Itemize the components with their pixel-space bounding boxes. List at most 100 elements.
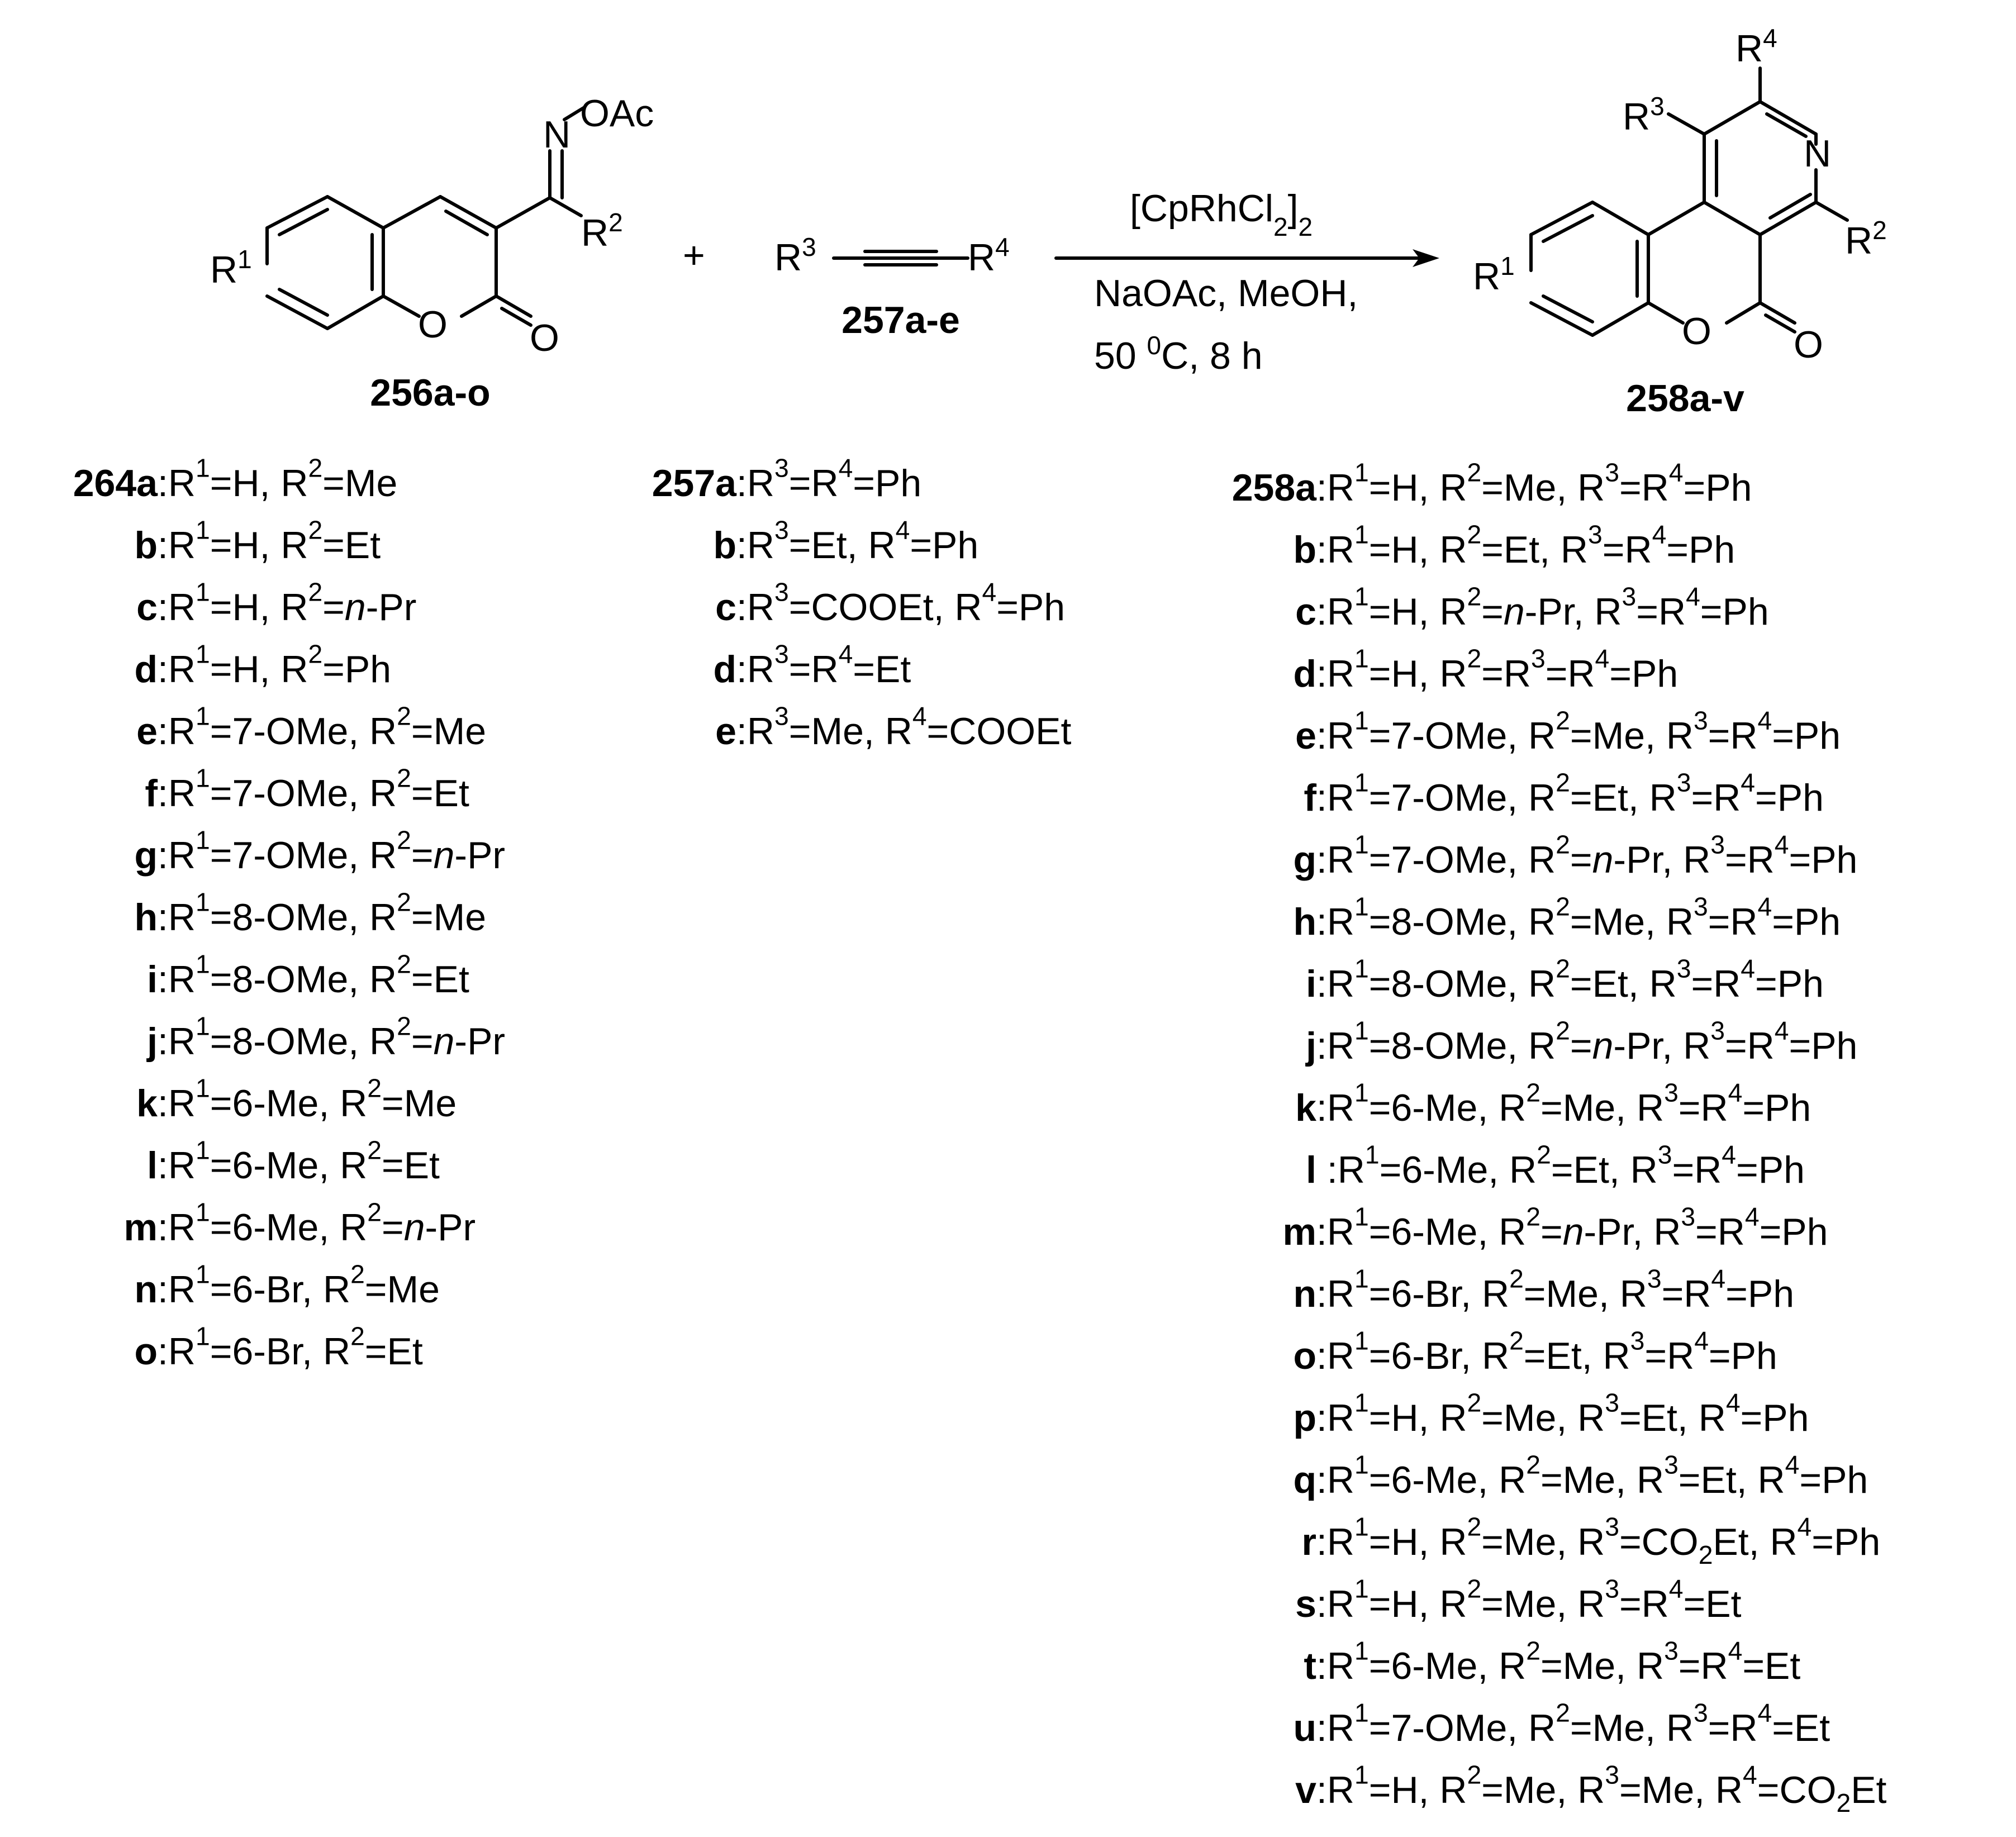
substituent-description: R3=R4=Ph xyxy=(747,453,922,505)
reaction-scheme: R1 R2 O O N OAc + R3 R4 [CpRhCl2]2 NaOAc… xyxy=(210,23,1887,420)
list-item: p: R1=H, R2=Me, R3=Et, R4=Ph xyxy=(0,1387,1886,1449)
compound-code: e xyxy=(715,710,736,753)
compound-code: i xyxy=(1306,963,1316,1005)
list-item: b: R1=H, R2=Et, R3=R4=Ph xyxy=(0,519,1886,581)
code-separator: : xyxy=(736,710,747,753)
code-separator: : xyxy=(158,710,168,753)
code-separator: : xyxy=(1316,1769,1327,1811)
product-r1-label: R1 xyxy=(1473,251,1515,298)
list-item: d: R1=H, R2=Ph xyxy=(0,639,505,701)
substituent-description: R1=6-Me, R2=n-Pr, R3=R4=Ph xyxy=(1326,1202,1828,1253)
substituent-description: R1=H, R2=Me xyxy=(168,453,398,505)
compound-code: v xyxy=(1295,1769,1316,1811)
compound-code: c xyxy=(1295,591,1316,633)
list-item: b: R3=Et, R4=Ph xyxy=(0,515,1071,577)
plus-sign: + xyxy=(683,234,705,277)
code-separator: : xyxy=(1316,1335,1327,1377)
code-separator: : xyxy=(1316,1707,1327,1749)
substituent-description: R1=H, R2=Et xyxy=(168,515,381,567)
list-item: r: R1=H, R2=Me, R3=CO2Et, R4=Ph xyxy=(0,1511,1886,1573)
list-item: 258a: R1=H, R2=Me, R3=R4=Ph xyxy=(0,457,1886,519)
coumarin-compound-label: 256a-o xyxy=(370,372,490,414)
compound-code: e xyxy=(136,710,158,753)
substituent-description: R1=7-OMe, R2=Et, R3=R4=Ph xyxy=(1326,768,1824,819)
compound-code: h xyxy=(1293,901,1316,943)
list-item: t: R1=6-Me, R2=Me, R3=R4=Et xyxy=(0,1635,1886,1697)
code-separator: : xyxy=(1316,1087,1327,1129)
list-item: d: R1=H, R2=R3=R4=Ph xyxy=(0,643,1886,705)
list-item: m: R1=6-Me, R2=n-Pr xyxy=(0,1197,505,1259)
compound-code: j xyxy=(147,1020,158,1063)
substituent-description: R3=Et, R4=Ph xyxy=(747,515,979,567)
alkyne-compound-label: 257a-e xyxy=(841,299,960,341)
code-separator: : xyxy=(158,834,168,877)
list-item: g: R1=7-OMe, R2=n-Pr xyxy=(0,825,505,887)
list-item: i: R1=8-OMe, R2=Et, R3=R4=Ph xyxy=(0,953,1886,1015)
coumarin-oac: OAc xyxy=(580,92,654,135)
compound-code: 264a xyxy=(73,462,158,505)
substituent-description: R1=8-OMe, R2=Me xyxy=(168,887,487,939)
alkyne-r3-label: R3 xyxy=(774,232,816,279)
list-item: c: R3=COOEt, R4=Ph xyxy=(0,577,1071,639)
product-ring-o: O xyxy=(1682,310,1711,353)
list-item: h: R1=8-OMe, R2=Me, R3=R4=Ph xyxy=(0,891,1886,953)
code-separator: : xyxy=(158,1082,168,1125)
compound-code: c xyxy=(715,586,736,629)
code-separator: : xyxy=(158,1330,168,1373)
list-item: f: R1=7-OMe, R2=Et, R3=R4=Ph xyxy=(0,767,1886,829)
code-separator: : xyxy=(736,524,747,567)
substituent-description: R1=H, R2=Me, R3=Et, R4=Ph xyxy=(1326,1388,1809,1439)
list-item: k: R1=6-Me, R2=Me xyxy=(0,1073,505,1135)
list-item: j: R1=8-OMe, R2=n-Pr, R3=R4=Ph xyxy=(0,1015,1886,1077)
code-separator: : xyxy=(1316,529,1327,571)
substituent-description: R1=H, R2=n-Pr xyxy=(168,577,417,629)
code-separator: : xyxy=(1316,1025,1327,1067)
compound-code: b xyxy=(134,524,158,567)
list-item: l : R1=6-Me, R2=Et, R3=R4=Ph xyxy=(0,1139,1886,1201)
substituent-description: R1=8-OMe, R2=Me, R3=R4=Ph xyxy=(1326,892,1841,943)
substituent-description: R1=6-Br, R2=Me, R3=R4=Ph xyxy=(1326,1264,1795,1315)
list-item: q: R1=6-Me, R2=Me, R3=Et, R4=Ph xyxy=(0,1449,1886,1511)
compound-code: g xyxy=(134,834,158,877)
coumarin-ring-o: O xyxy=(418,303,448,346)
compound-code: j xyxy=(1306,1025,1316,1067)
substituent-description: R1=7-OMe, R2=Me xyxy=(168,701,487,753)
list-item: d: R3=R4=Et xyxy=(0,639,1071,701)
product-ring-n: N xyxy=(1804,132,1831,175)
compound-code: g xyxy=(1293,839,1316,881)
code-separator: : xyxy=(736,648,747,691)
list-item: e: R3=Me, R4=COOEt xyxy=(0,701,1071,763)
coumarin-carbonyl-o: O xyxy=(530,317,559,359)
code-separator: : xyxy=(158,1268,168,1311)
substituent-description: R1=7-OMe, R2=Me, R3=R4=Et xyxy=(1326,1698,1830,1749)
compound-code: k xyxy=(1295,1087,1316,1129)
substituent-description: R1=6-Me, R2=Et xyxy=(168,1135,440,1187)
compound-code: l xyxy=(147,1144,158,1187)
substituent-description: R1=6-Me, R2=Me, R3=R4=Et xyxy=(1326,1636,1801,1687)
code-separator: : xyxy=(158,524,168,567)
compound-code: d xyxy=(713,648,736,691)
list-item: v: R1=H, R2=Me, R3=Me, R4=CO2Et xyxy=(0,1759,1886,1821)
compound-code: o xyxy=(1293,1335,1316,1377)
coumarin-r1-label: R1 xyxy=(210,245,252,291)
substituent-description: R1=H, R2=Me, R3=R4=Et xyxy=(1326,1574,1742,1625)
compound-code: f xyxy=(1304,777,1316,819)
code-separator: : xyxy=(1316,901,1327,943)
list-item: m: R1=6-Me, R2=n-Pr, R3=R4=Ph xyxy=(0,1201,1886,1263)
compound-code: m xyxy=(123,1206,158,1249)
list-item: e: R1=7-OMe, R2=Me, R3=R4=Ph xyxy=(0,705,1886,767)
coumarin-oxime-n: N xyxy=(543,113,570,156)
product-r2-label: R2 xyxy=(1845,216,1887,262)
catalyst-label: [CpRhCl2]2 xyxy=(1130,187,1313,241)
product-carbonyl-o: O xyxy=(1794,323,1823,366)
substituent-description: R1=6-Br, R2=Me xyxy=(168,1259,440,1311)
substituent-description: R1=7-OMe, R2=Et xyxy=(168,763,469,815)
substituent-description: R1=7-OMe, R2=Me, R3=R4=Ph xyxy=(1326,706,1841,757)
substituent-description: R1=H, R2=Ph xyxy=(168,639,392,691)
list-item: 257a: R3=R4=Ph xyxy=(0,453,1071,515)
substituent-description: R1=H, R2=Et, R3=R4=Ph xyxy=(1326,520,1736,571)
